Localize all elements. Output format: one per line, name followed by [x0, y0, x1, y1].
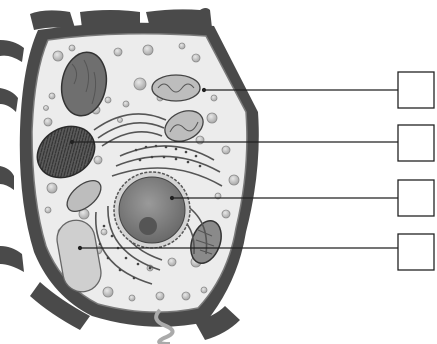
label-box-4[interactable] [398, 234, 434, 270]
mitochondrion [152, 75, 200, 101]
label-boxes [398, 72, 434, 270]
label-box-1[interactable] [398, 72, 434, 108]
nucleus [114, 172, 190, 248]
label-box-2[interactable] [398, 125, 434, 161]
nucleolus [139, 217, 157, 235]
label-box-3[interactable] [398, 180, 434, 216]
